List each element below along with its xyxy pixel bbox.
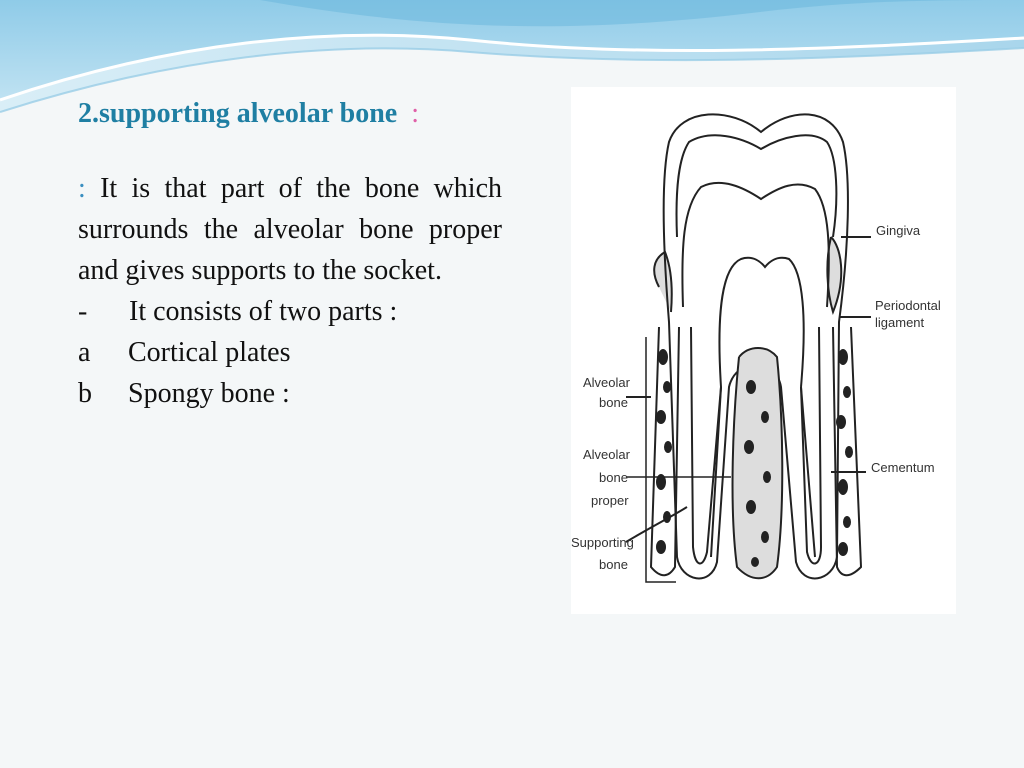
label-periodontal: Periodontal bbox=[875, 298, 941, 313]
list-marker: b bbox=[78, 378, 92, 409]
label-bone-proper: bone bbox=[599, 470, 628, 485]
label-alveolar-proper: Alveolar bbox=[583, 447, 631, 462]
tooth-diagram: Gingiva Periodontal ligament Alveolar bo… bbox=[571, 87, 956, 614]
list-marker: a bbox=[78, 337, 91, 368]
list-item-text: Spongy bone : bbox=[128, 378, 290, 409]
label-ligament: ligament bbox=[875, 315, 925, 330]
list-item-text: Cortical plates bbox=[128, 337, 291, 368]
label-supporting-bone: bone bbox=[599, 557, 628, 572]
list-item: b Spongy bone : bbox=[78, 373, 502, 414]
paragraph-text: It is that part of the bone which surrou… bbox=[78, 173, 502, 286]
label-cementum: Cementum bbox=[871, 460, 935, 475]
heading-text: 2.supporting alveolar bone bbox=[78, 98, 398, 129]
label-bone: bone bbox=[599, 395, 628, 410]
tooth-diagram-svg: Gingiva Periodontal ligament Alveolar bo… bbox=[571, 113, 941, 583]
label-proper: proper bbox=[591, 493, 629, 508]
label-supporting: Supporting bbox=[571, 535, 634, 550]
list-item: a Cortical plates bbox=[78, 332, 502, 373]
label-alveolar: Alveolar bbox=[583, 375, 631, 390]
paragraph-colon: : bbox=[78, 173, 86, 204]
heading-colon: : bbox=[411, 98, 419, 129]
slide-text: 2.supporting alveolar bone : : It is tha… bbox=[78, 96, 502, 414]
header-wave-banner bbox=[0, 0, 1024, 113]
list-item: - It consists of two parts : bbox=[78, 291, 502, 332]
label-gingiva: Gingiva bbox=[876, 223, 921, 238]
definition-paragraph: : It is that part of the bone which surr… bbox=[78, 168, 502, 291]
slide-heading: 2.supporting alveolar bone : bbox=[78, 96, 502, 132]
list-marker: - bbox=[78, 296, 88, 327]
list-item-text: It consists of two parts : bbox=[129, 296, 398, 327]
